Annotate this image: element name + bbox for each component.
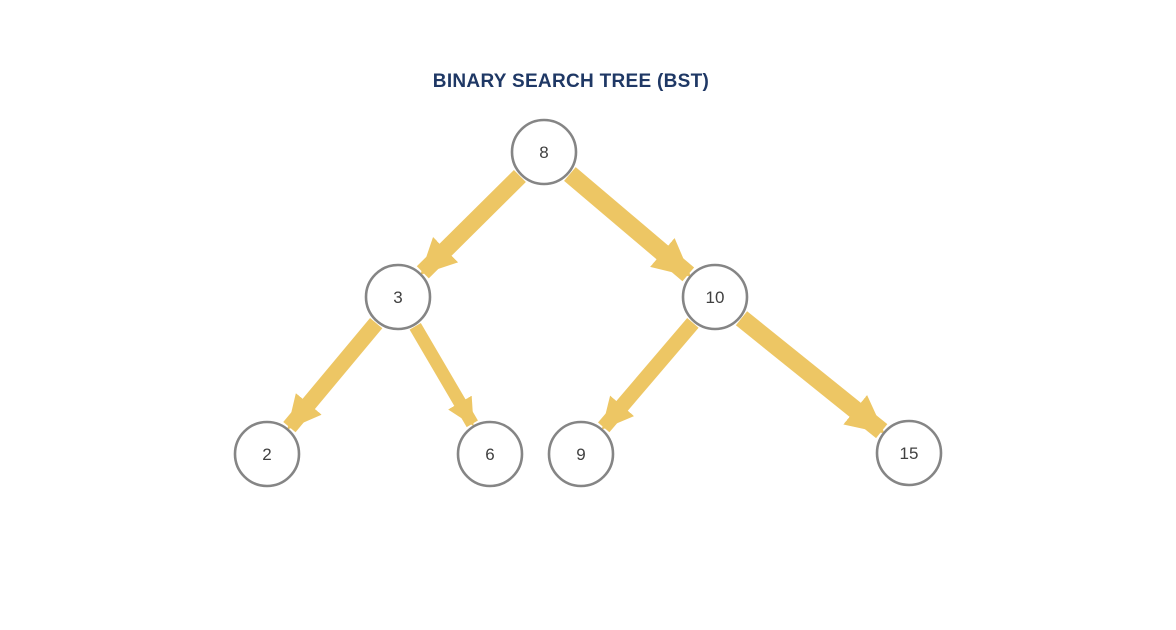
- diagram-title: BINARY SEARCH TREE (BST): [432, 71, 710, 92]
- tree-node-label: 15: [900, 444, 919, 463]
- tree-node-circle: [456, 420, 524, 488]
- tree-node-8: 8: [510, 118, 578, 186]
- tree-edge-3-6: [409, 323, 478, 428]
- tree-node-circle: [875, 419, 943, 487]
- tree-node-circle: [364, 263, 432, 331]
- tree-node-circle: [681, 263, 749, 331]
- tree-node-15: 15: [875, 419, 943, 487]
- tree-node-circle: [510, 118, 578, 186]
- tree-node-label: 10: [706, 288, 725, 307]
- tree-node-circle: [547, 420, 615, 488]
- tree-node-6: 6: [456, 420, 524, 488]
- tree-node-circle: [233, 420, 301, 488]
- tree-node-3: 3: [364, 263, 432, 331]
- tree-node-9: 9: [547, 420, 615, 488]
- tree-node-label: 3: [393, 288, 402, 307]
- tree-edge-8-3: [416, 169, 526, 279]
- tree-node-2: 2: [233, 420, 301, 488]
- tree-node-label: 8: [539, 143, 548, 162]
- tree-edge-3-2: [283, 317, 383, 433]
- tree-edge-10-9: [597, 318, 699, 433]
- tree-edge-10-15: [735, 311, 888, 439]
- tree-node-10: 10: [681, 263, 749, 331]
- tree-node-label: 2: [262, 445, 271, 464]
- tree-edge-8-10: [564, 167, 695, 282]
- tree-node-label: 6: [485, 445, 494, 464]
- tree-node-label: 9: [576, 445, 585, 464]
